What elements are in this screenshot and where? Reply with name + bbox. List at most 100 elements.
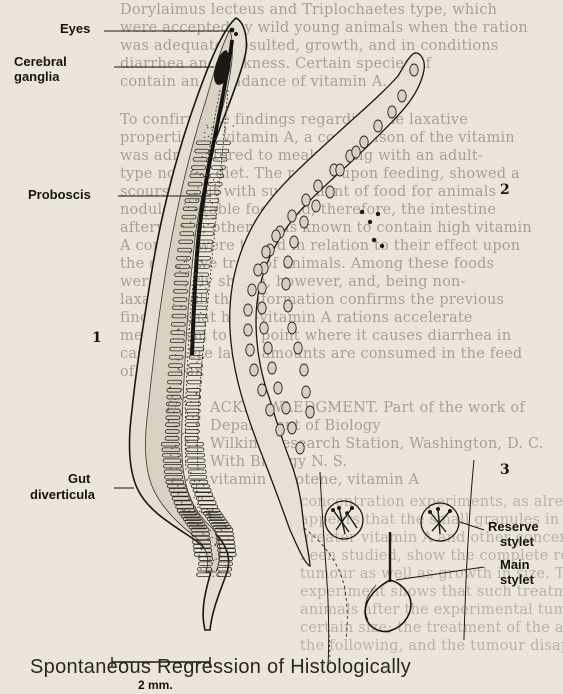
stipple-dot <box>212 509 213 510</box>
stipple-dot <box>187 440 188 441</box>
stipple-dot <box>168 408 169 409</box>
stipple-dot <box>191 368 192 369</box>
stipple-dot <box>187 450 188 451</box>
stipple-dot <box>186 261 187 262</box>
stipple-dot <box>169 387 170 388</box>
stipple-dot <box>193 235 194 236</box>
stipple-dot <box>207 224 208 225</box>
stipple-dot <box>190 322 191 323</box>
stipple-dot <box>217 181 218 182</box>
label-eyes: Eyes <box>60 22 90 36</box>
stipple-dot <box>172 447 173 448</box>
stipple-dot <box>177 329 178 330</box>
stipple-dot <box>179 421 180 422</box>
diverticulum-segment <box>185 437 199 441</box>
cell-oval <box>306 406 314 418</box>
stipple-dot <box>213 177 214 178</box>
diverticulum-segment <box>189 475 207 479</box>
diverticulum-segment <box>215 149 229 153</box>
stipple-dot <box>220 169 221 170</box>
stipple-dot <box>219 555 220 556</box>
stipple-dot <box>194 481 195 482</box>
stipple-dot <box>220 122 221 123</box>
stipple-dot <box>180 413 181 414</box>
stipple-dot <box>184 203 185 204</box>
figure-number-3: 3 <box>500 462 510 478</box>
stipple-dot <box>180 483 181 484</box>
diverticulum-segment <box>189 364 203 368</box>
dark-granule <box>380 244 384 248</box>
label-main-stylet-line2: stylet <box>500 573 534 587</box>
stipple-dot <box>208 560 209 561</box>
cell-oval <box>290 236 298 248</box>
stipple-dot <box>188 507 189 508</box>
stipple-dot <box>200 491 201 492</box>
stipple-dot <box>189 252 190 253</box>
stipple-dot <box>208 136 209 137</box>
stipple-dot <box>182 272 183 273</box>
stipple-dot <box>193 487 194 488</box>
cell-oval <box>258 302 266 314</box>
stipple-dot <box>181 502 182 503</box>
diverticulum-segment <box>187 459 205 463</box>
stipple-dot <box>197 387 198 388</box>
stipple-dot <box>208 513 209 514</box>
stipple-dot <box>175 445 176 446</box>
stipple-dot <box>201 508 202 509</box>
stipple-dot <box>213 576 214 577</box>
stipple-dot <box>176 266 177 267</box>
diverticulum-segment <box>188 372 202 376</box>
stipple-dot <box>180 460 181 461</box>
stipple-dot <box>187 413 188 414</box>
cell-oval <box>326 186 334 198</box>
stipple-dot <box>199 511 200 512</box>
stipple-dot <box>206 125 207 126</box>
stipple-dot <box>225 577 226 578</box>
stipple-dot <box>203 487 204 488</box>
stipple-dot <box>216 195 217 196</box>
cell-oval <box>258 384 266 396</box>
stipple-dot <box>201 259 202 260</box>
stipple-dot <box>206 568 207 569</box>
stipple-dot <box>189 446 190 447</box>
stipple-dot <box>207 127 208 128</box>
cell-oval <box>244 304 252 316</box>
cell-oval <box>288 322 296 334</box>
stipple-dot <box>207 538 208 539</box>
stipple-dot <box>197 171 198 172</box>
stipple-dot <box>208 510 209 511</box>
stipple-dot <box>197 504 198 505</box>
stipple-dot <box>199 266 200 267</box>
stipple-dot <box>196 362 197 363</box>
stipple-dot <box>197 507 198 508</box>
stipple-dot <box>182 225 183 226</box>
stipple-dot <box>196 415 197 416</box>
cell-oval <box>352 146 360 158</box>
stipple-dot <box>196 424 197 425</box>
diverticulum-segment <box>195 493 213 497</box>
diverticulum-segment <box>205 199 219 203</box>
diverticulum-segment <box>186 402 200 406</box>
cell-oval <box>250 364 258 376</box>
cell-oval <box>288 422 296 434</box>
stipple-dot <box>218 575 219 576</box>
stipple-dot <box>180 411 181 412</box>
diverticulum-segment <box>196 497 214 501</box>
stipple-dot <box>188 207 189 208</box>
stipple-dot <box>184 335 185 336</box>
stipple-dot <box>197 187 198 188</box>
stipple-dot <box>219 514 220 515</box>
stipple-dot <box>212 570 213 571</box>
stipple-dot <box>194 193 195 194</box>
stipple-dot <box>191 171 192 172</box>
stipple-dot <box>181 509 182 510</box>
stipple-dot <box>210 515 211 516</box>
stipple-dot <box>190 472 191 473</box>
stipple-dot <box>179 267 180 268</box>
stipple-dot <box>198 517 199 518</box>
stipple-dot <box>195 173 196 174</box>
stipple-dot <box>209 200 210 201</box>
stipple-dot <box>216 122 217 123</box>
stipple-dot <box>188 271 189 272</box>
